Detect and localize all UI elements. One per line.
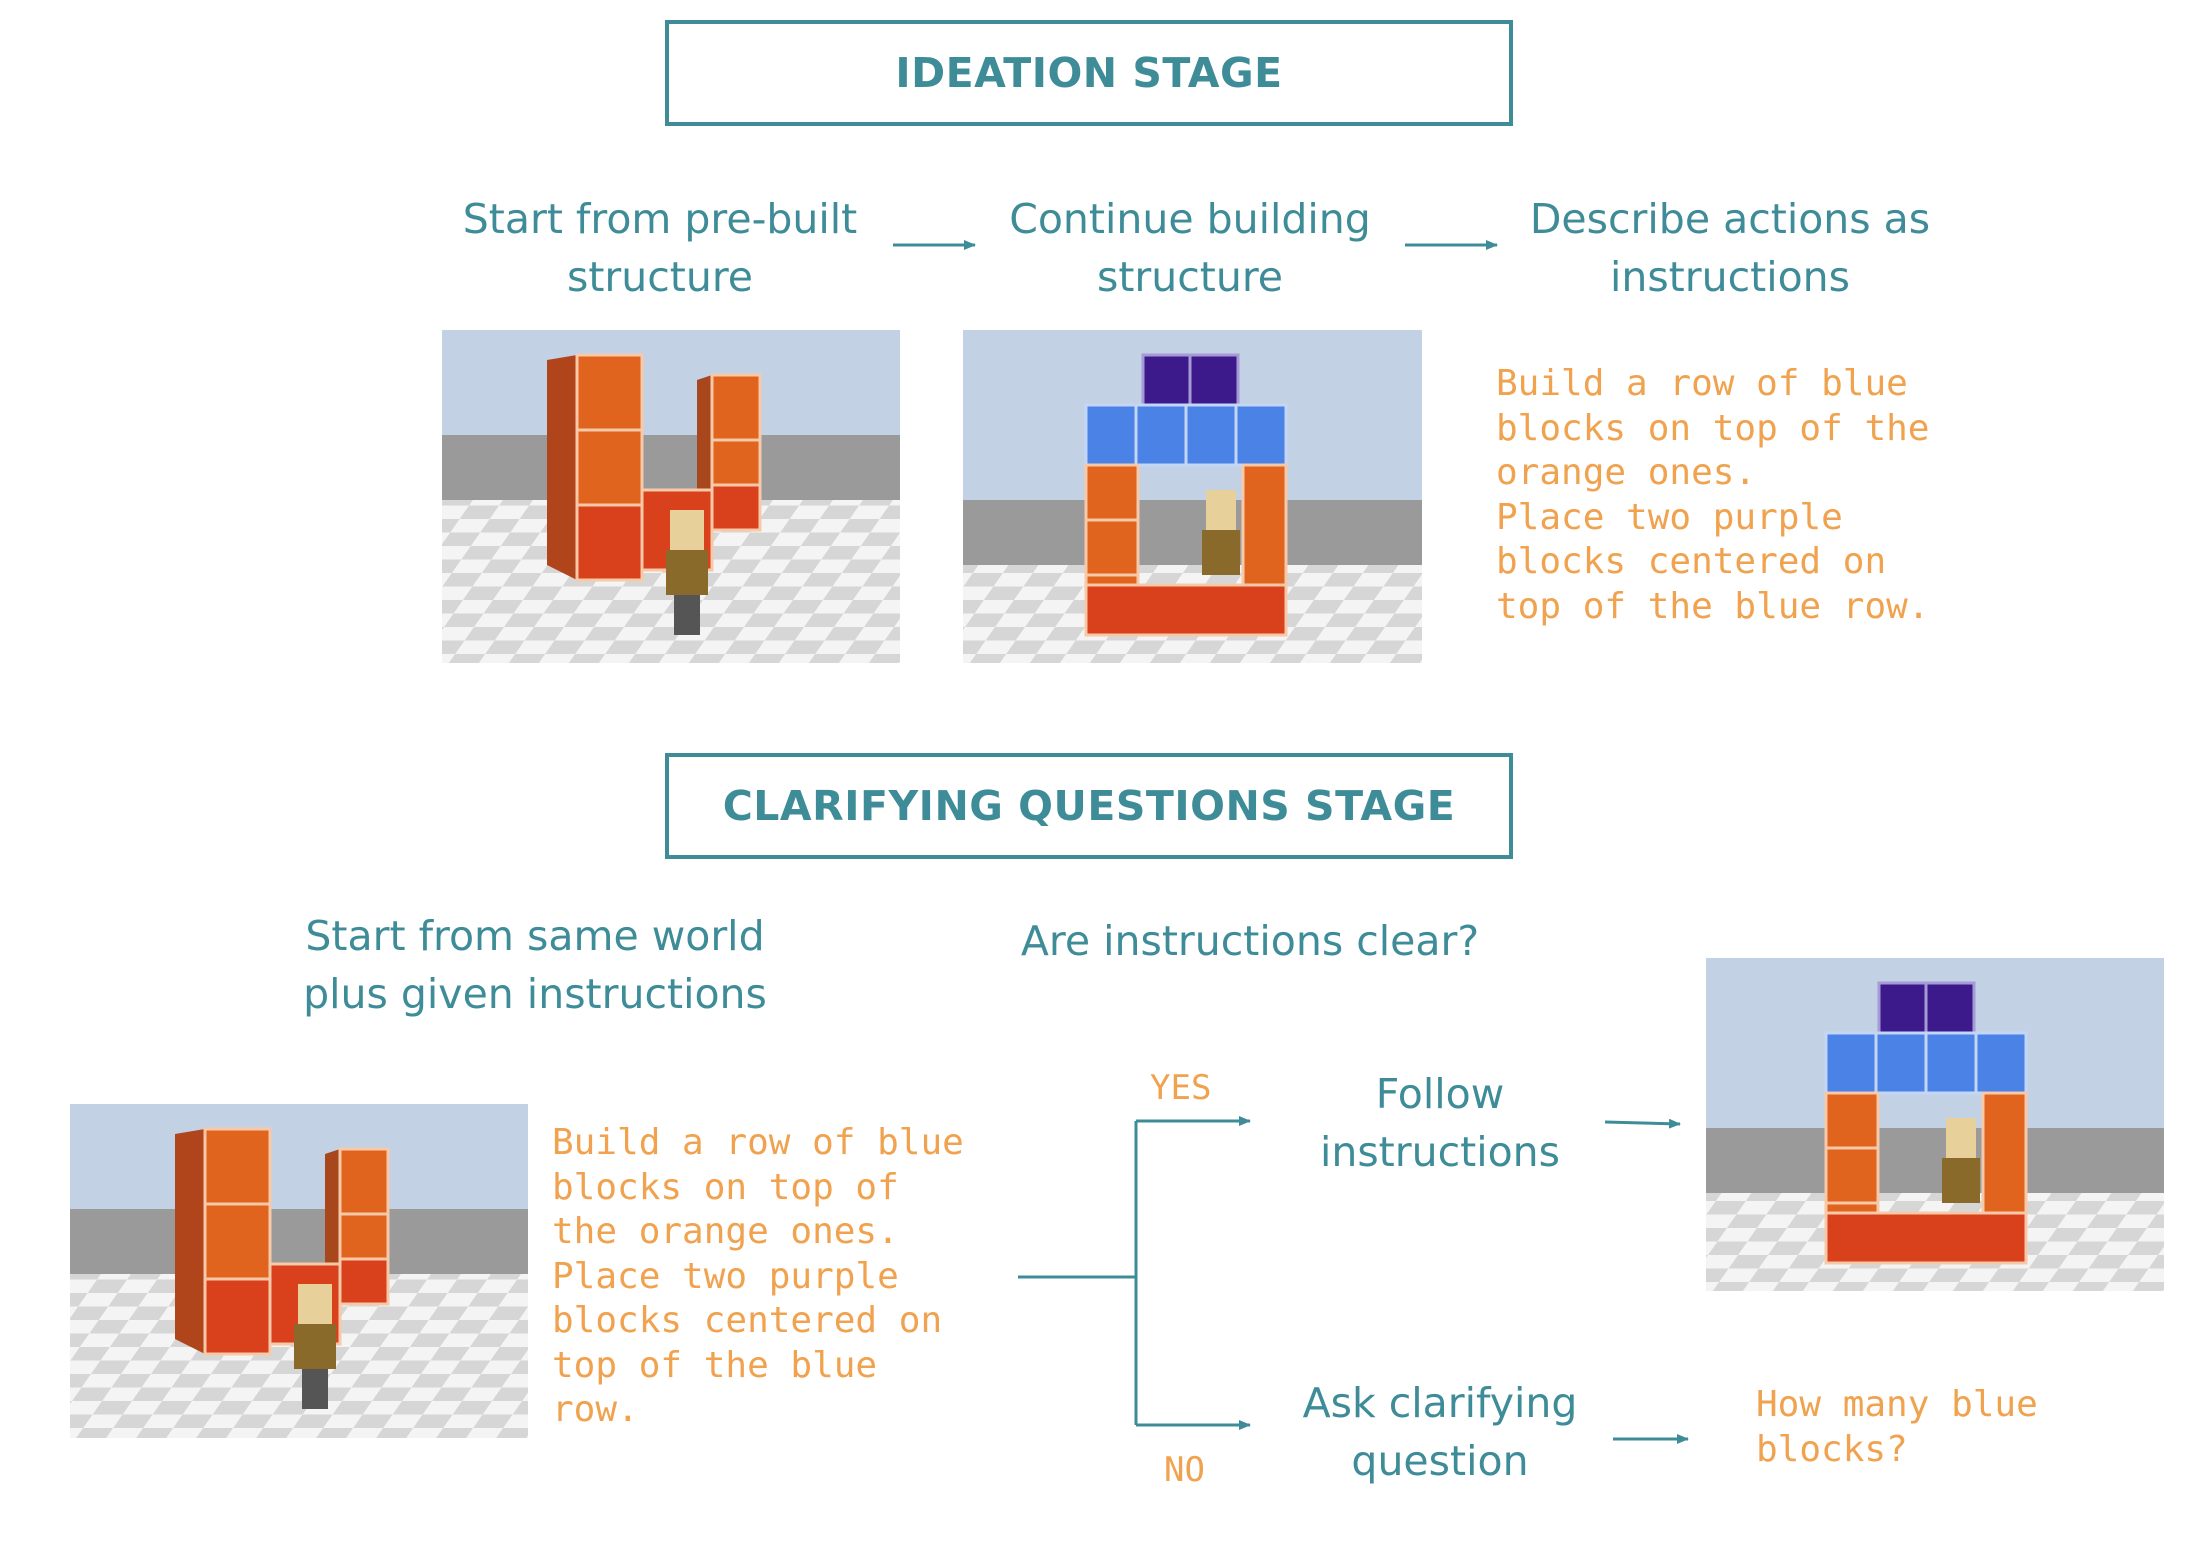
scene-starting-world [70,1104,528,1438]
clarifying-stage-title-text: CLARIFYING QUESTIONS STAGE [722,782,1456,830]
scene-prebuilt-structure [442,330,900,663]
clarifying-question-output: How many blue blocks? [1756,1384,2038,1470]
arrow-follow-to-result [1604,1118,1681,1129]
ideation-stage-title-text: IDEATION STAGE [895,49,1283,97]
clarifying-question-label: Are instructions clear? [1020,917,1480,965]
yes-branch-label: YES [1150,1068,1212,1108]
scene-continued-structure [963,330,1422,663]
clarifying-instruction-text: Build a row of blue blocks on top of the… [552,1122,964,1430]
no-branch-label: NO [1164,1450,1205,1490]
ideation-step-describe: Describe actions as instructions [1529,195,1931,301]
ideation-stage-title: IDEATION STAGE [665,20,1513,126]
clarifying-start-label: Start from same world plus given instruc… [303,912,767,1018]
scene-result-structure [1706,958,2164,1291]
ask-clarifying-question-label: Ask clarifying question [1302,1379,1578,1485]
ideation-step-continue: Continue building structure [1009,195,1371,301]
ideation-instruction-text: Build a row of blue blocks on top of the… [1496,363,1930,627]
follow-instructions-label: Follow instructions [1319,1070,1561,1176]
clarifying-stage-title: CLARIFYING QUESTIONS STAGE [665,753,1513,859]
ideation-step-prebuilt: Start from pre-built structure [462,195,858,301]
